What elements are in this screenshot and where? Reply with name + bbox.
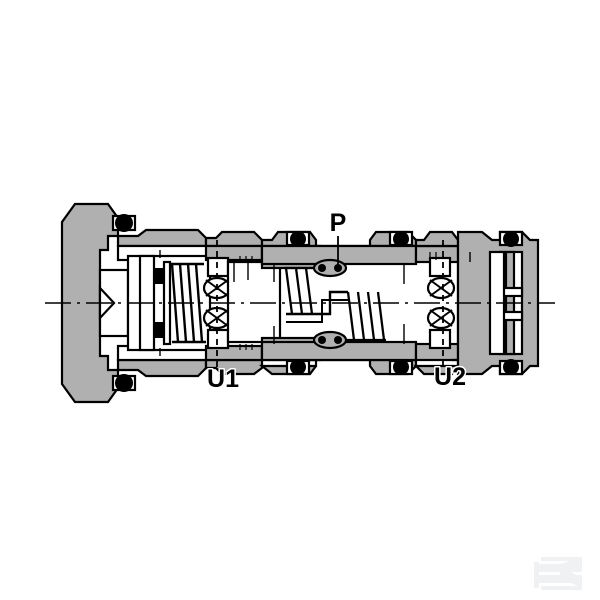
- center-seat-balls: [312, 258, 348, 350]
- port-label-p: P: [330, 209, 347, 237]
- o-ring: [498, 230, 524, 247]
- o-ring: [498, 359, 524, 376]
- o-ring: [111, 214, 137, 232]
- port-label-u1: U1: [207, 365, 239, 393]
- internal-detail-lines: [159, 250, 471, 356]
- o-ring: [388, 230, 414, 247]
- o-ring-seals: [111, 214, 524, 392]
- section-hatch-marks: [239, 252, 437, 350]
- u2-port-neck: [413, 230, 460, 376]
- o-ring: [285, 359, 311, 376]
- leader-lines: [216, 236, 444, 368]
- k-logo-watermark: [534, 557, 582, 590]
- o-ring: [388, 359, 414, 376]
- o-ring: [111, 374, 137, 392]
- valve-assembly: [60, 202, 540, 404]
- o-ring: [285, 230, 311, 247]
- port-label-u2: U2: [434, 363, 466, 391]
- center-springs: [284, 266, 386, 342]
